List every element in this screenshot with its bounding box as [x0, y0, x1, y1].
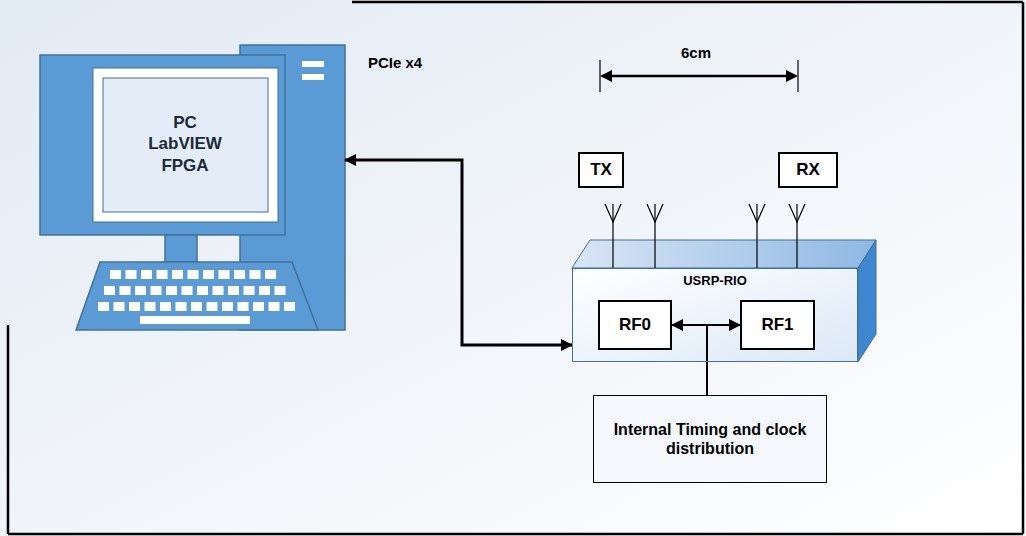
node-text: Internal Timing and clock distribution — [613, 420, 807, 458]
keyboard-keys — [98, 270, 295, 324]
key — [141, 270, 152, 279]
key — [182, 286, 193, 295]
key — [244, 286, 255, 295]
space-key — [140, 316, 250, 324]
antenna-mast — [612, 204, 613, 268]
key — [120, 286, 131, 295]
key — [188, 270, 199, 279]
dimension-label: 6cm — [681, 44, 711, 61]
monitor-stand — [165, 235, 197, 262]
key — [129, 302, 140, 311]
key — [114, 302, 125, 311]
key — [176, 302, 187, 311]
antenna-label-box: RX — [778, 152, 838, 188]
clock-wire — [706, 326, 708, 395]
key — [166, 286, 177, 295]
dimension-line — [606, 75, 792, 78]
frame-line — [1022, 2, 1025, 534]
key — [203, 270, 214, 279]
key — [228, 286, 239, 295]
key — [151, 286, 162, 295]
drive-slot — [302, 61, 324, 67]
antenna-symbol — [789, 204, 805, 222]
key — [126, 270, 137, 279]
key — [250, 270, 261, 279]
process-box: Internal Timing and clock distribution — [593, 395, 827, 483]
keyboard — [76, 262, 318, 330]
key — [253, 302, 264, 311]
frame-line — [352, 1, 1023, 4]
computer: PC LabVIEW FPGA — [40, 45, 345, 332]
node-text: PC LabVIEW FPGA — [148, 112, 222, 176]
key — [197, 286, 208, 295]
key — [238, 302, 249, 311]
antenna-mast — [796, 204, 797, 268]
key — [222, 302, 233, 311]
connector-arrow — [345, 160, 572, 345]
node-text: RF1 — [761, 315, 793, 335]
device-box: USRP-RIO RF0 RF1 — [572, 268, 858, 362]
drive-slot — [302, 74, 324, 80]
antenna-label-box: TX — [578, 152, 624, 188]
device-side-face — [858, 240, 876, 362]
rf-channel-box: RF0 — [598, 300, 672, 350]
device-top-face — [572, 240, 876, 268]
device-front-face — [572, 268, 858, 362]
dimension-arrowhead — [600, 70, 612, 82]
key — [213, 286, 224, 295]
key — [135, 286, 146, 295]
monitor-screen-frame — [93, 68, 278, 222]
antennas — [605, 204, 805, 268]
monitor-screen — [103, 78, 268, 212]
key — [259, 286, 270, 295]
key — [234, 270, 245, 279]
frame-line — [8, 533, 1023, 536]
node-text: TX — [590, 160, 612, 180]
key — [145, 302, 156, 311]
rf-channel-box: RF1 — [740, 300, 815, 350]
key — [207, 302, 218, 311]
antenna-symbol — [647, 204, 663, 222]
key — [104, 286, 115, 295]
antenna-mast — [756, 204, 757, 268]
link-label: PCIe x4 — [368, 54, 422, 71]
antenna-symbol — [749, 204, 765, 222]
key — [160, 302, 171, 311]
key — [98, 302, 109, 311]
monitor-bezel — [40, 55, 285, 235]
dimension-arrowhead — [786, 70, 798, 82]
key — [219, 270, 230, 279]
antenna-symbol — [605, 204, 621, 222]
node-text: RF0 — [619, 315, 651, 335]
key — [284, 302, 295, 311]
key — [157, 270, 168, 279]
antenna-mast — [654, 204, 655, 268]
key — [172, 270, 183, 279]
node-text: USRP-RIO — [683, 273, 747, 289]
frame-line — [7, 325, 10, 534]
key — [265, 270, 276, 279]
key — [269, 302, 280, 311]
key — [191, 302, 202, 311]
connector-arrow — [672, 324, 740, 326]
key — [110, 270, 121, 279]
key — [275, 286, 286, 295]
node-text: RX — [796, 160, 820, 180]
